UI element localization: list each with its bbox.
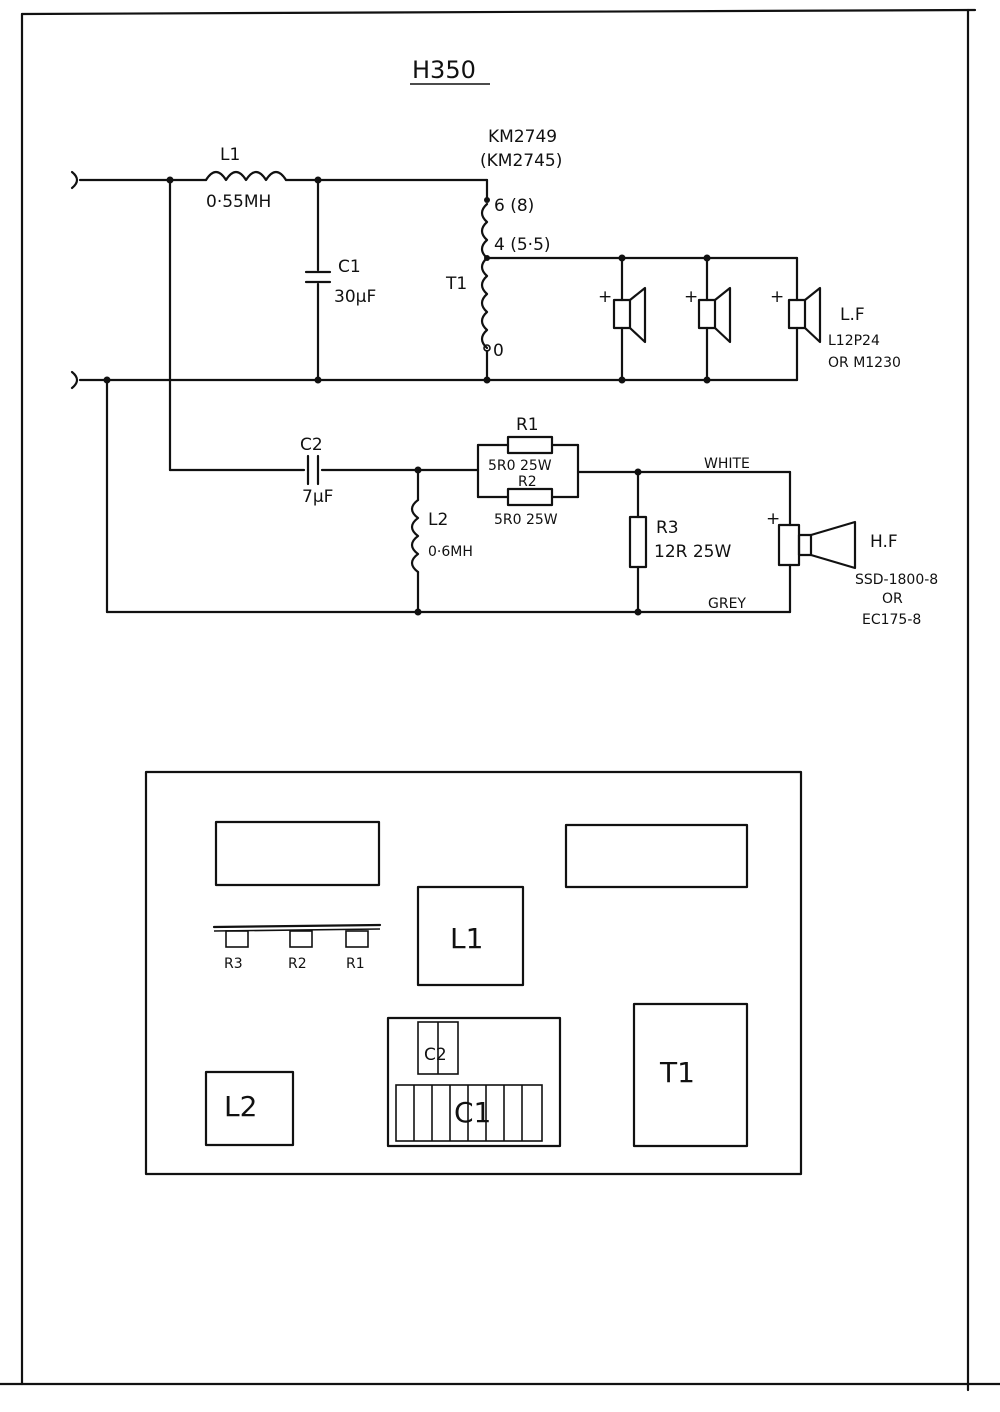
board-t1-label: T1 [659, 1056, 695, 1089]
board-r2-label: R2 [288, 956, 307, 972]
c1-ref: C1 [338, 257, 361, 277]
lf-polarity-3: + [770, 287, 784, 307]
board-c1 [395, 1084, 543, 1142]
wire-white-label: WHITE [704, 456, 750, 472]
board-l2 [204, 1070, 295, 1147]
r1-ref: R1 [516, 415, 539, 435]
lf-speaker-1 [612, 256, 647, 382]
c1-value: 30µF [334, 287, 376, 307]
hf-alt-model: EC175-8 [862, 612, 921, 628]
t1-autotransformer [480, 202, 489, 350]
r2-ref: R2 [518, 474, 537, 490]
l2-value: 0·6MH [428, 544, 473, 560]
board-r3-label: R3 [224, 956, 243, 972]
t1-tap-4: 4 (5·5) [494, 235, 551, 255]
lf-model: L12P24 [828, 333, 880, 349]
board-c2-label: C2 [424, 1045, 447, 1065]
r1-value: 5R0 25W [488, 458, 552, 474]
t1-tap-6: 6 (8) [494, 196, 534, 216]
board-resistor-bracket [212, 923, 382, 948]
hf-model: SSD-1800-8 [855, 572, 938, 588]
board-c1-label: C1 [454, 1096, 491, 1129]
board-block-left [214, 820, 381, 887]
lf-label: L.F [840, 305, 865, 325]
board-capacitor-area [386, 1016, 562, 1148]
lf-alt-model: OR M1230 [828, 355, 901, 371]
r3-resistor [628, 515, 648, 569]
board-layout [144, 770, 803, 1176]
wire-grey-label: GREY [708, 596, 746, 612]
hf-horn-driver [777, 520, 857, 570]
hf-polarity: + [766, 509, 780, 529]
board-outline [144, 770, 803, 1176]
input-terminal-bottom [70, 370, 79, 390]
l2-inductor [410, 498, 420, 574]
t1-alt-part: (KM2745) [480, 151, 562, 171]
hf-or: OR [882, 591, 903, 607]
t1-ref: T1 [445, 274, 467, 294]
r1-resistor [506, 435, 554, 455]
lf-speaker-2 [697, 256, 732, 382]
lf-polarity-2: + [684, 287, 698, 307]
lf-speaker-3 [787, 256, 822, 382]
r2-resistor [506, 487, 554, 507]
l2-ref: L2 [428, 510, 448, 530]
c2-ref: C2 [300, 435, 323, 455]
t1-tap-0: 0 [493, 341, 504, 361]
r2-value: 5R0 25W [494, 512, 558, 528]
page-title: H350 [412, 56, 476, 84]
board-t1 [632, 1002, 749, 1148]
input-terminal-top [70, 170, 79, 190]
lf-polarity-1: + [598, 287, 612, 307]
schematic [70, 170, 857, 616]
board-r1-label: R1 [346, 956, 365, 972]
c2-value: 7µF [302, 487, 333, 507]
t1-part: KM2749 [488, 127, 557, 147]
board-l2-label: L2 [224, 1090, 257, 1123]
l1-inductor [204, 170, 288, 182]
r3-ref: R3 [656, 518, 679, 538]
board-l1 [416, 885, 525, 987]
hf-label: H.F [870, 532, 898, 552]
r3-value: 12R 25W [654, 542, 731, 562]
page-frame [0, 8, 1000, 1392]
l1-value: 0·55MH [206, 192, 271, 212]
board-block-right [564, 823, 749, 889]
l1-ref: L1 [220, 145, 240, 165]
board-l1-label: L1 [450, 922, 483, 955]
